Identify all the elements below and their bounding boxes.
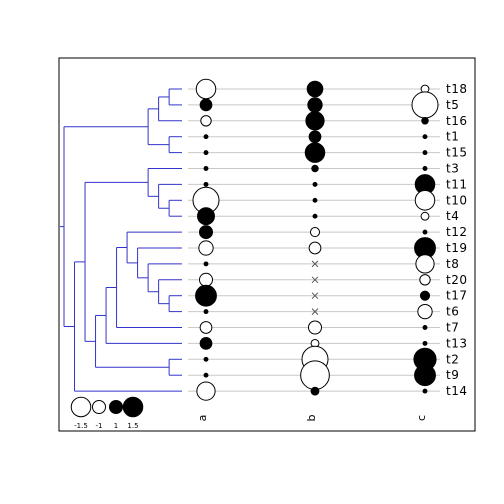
dot-c-t15 [422, 150, 428, 156]
legend-label-2: 1 [114, 422, 118, 430]
tip-label-t13: t13 [446, 336, 467, 350]
dot-c-t7 [422, 325, 428, 330]
dot-b-t18 [306, 80, 324, 98]
tip-label-t2: t2 [446, 352, 459, 366]
legend-dot-0 [70, 396, 92, 418]
dot-a-t3 [203, 166, 209, 171]
dot-c-t20 [419, 274, 431, 286]
dot-a-t6 [203, 309, 209, 315]
dot-a-t19 [198, 240, 214, 256]
phylogenetic-tree [60, 88, 182, 392]
dot-c-t9 [414, 364, 436, 387]
dot-a-t11 [203, 181, 209, 187]
trait-labels: a b c [196, 414, 428, 421]
dot-c-t3 [422, 166, 428, 171]
dot-b-t3 [311, 164, 319, 173]
tip-label-t15: t15 [446, 146, 467, 160]
dot-c-t6 [417, 303, 433, 320]
dot-b-t12 [309, 227, 321, 238]
tip-label-t14: t14 [446, 384, 467, 398]
legend-label-1: -1 [96, 422, 103, 430]
dot-b-t14 [310, 386, 320, 396]
tip-label-t16: t16 [446, 114, 467, 128]
dot-c-t8 [415, 254, 435, 274]
dot-a-t9 [203, 372, 209, 378]
dot-a-t20 [198, 272, 214, 287]
dot-b-t19 [308, 241, 322, 255]
dot-b-t6-missing [311, 308, 319, 315]
tip-label-t6: t6 [446, 305, 459, 319]
dot-a-t5 [199, 98, 213, 112]
tip-label-t5: t5 [446, 98, 459, 112]
trait-label-b: b [305, 414, 318, 421]
dot-a-t1 [203, 134, 209, 140]
dot-a-t14 [196, 381, 216, 401]
trait-label-c: c [415, 415, 428, 421]
dot-a-t7 [199, 321, 213, 334]
dot-c-t4 [420, 211, 430, 221]
dot-c-t13 [422, 340, 428, 346]
tip-label-t19: t19 [446, 241, 467, 255]
dot-c-t14 [422, 388, 428, 394]
dot-a-t13 [199, 337, 213, 350]
dot-b-t4 [312, 213, 318, 219]
legend-label-3: 1.5 [127, 422, 138, 430]
dot-b-t7 [307, 320, 323, 335]
dot-b-t6-x2 [311, 308, 319, 315]
dot-a-t4 [197, 207, 215, 226]
guide-lines [188, 88, 440, 392]
dot-b-t8-x2 [311, 260, 319, 268]
tip-label-t12: t12 [446, 225, 467, 239]
dot-b-t20-x2 [311, 276, 319, 284]
dot-a-t12 [198, 225, 214, 240]
dot-a-t17 [195, 284, 217, 307]
tip-label-t1: t1 [446, 130, 459, 144]
dot-c-t12 [422, 229, 428, 235]
legend-dot-2 [108, 399, 124, 415]
legend-dot-3 [122, 396, 144, 418]
dot-b-t17-x2 [311, 292, 319, 300]
dot-b-t10 [312, 197, 318, 203]
legend-dot-1 [91, 399, 107, 415]
tip-label-t8: t8 [446, 257, 459, 271]
tip-label-t17: t17 [446, 289, 467, 303]
dot-b-t20-missing [311, 276, 319, 284]
tip-label-t20: t20 [446, 273, 467, 287]
tip-label-t11: t11 [446, 177, 467, 191]
dot-c-t5 [411, 91, 439, 119]
dot-b-t17-missing [311, 292, 319, 300]
dot-a-t8 [203, 261, 209, 267]
dot-a-t18 [195, 78, 217, 100]
dot-c-t16 [421, 117, 429, 125]
dot-c-t10 [414, 190, 436, 211]
dot-a-t16 [200, 115, 212, 127]
dot-a-t15 [203, 150, 209, 156]
tip-label-t18: t18 [446, 82, 467, 96]
plot-frame [58, 57, 476, 432]
dot-a-t2 [203, 356, 209, 362]
dot-b-t16 [305, 111, 325, 131]
trait-label-a: a [196, 415, 209, 422]
dot-c-t17 [419, 290, 431, 301]
dot-c-t1 [422, 134, 428, 140]
dot-b-t9 [300, 360, 330, 391]
dot-b-t5 [307, 97, 323, 113]
dot-b-t11 [312, 181, 318, 187]
tip-label-t9: t9 [446, 368, 459, 382]
dot-b-t8-missing [311, 260, 319, 268]
dot-b-t1 [308, 130, 322, 144]
trait-dots [192, 78, 439, 401]
legend-label-0: -1.5 [74, 422, 88, 430]
tip-label-t7: t7 [446, 321, 459, 335]
tip-label-t10: t10 [446, 193, 467, 207]
dot-b-t15 [304, 142, 326, 163]
tip-label-t3: t3 [446, 162, 459, 176]
size-legend: -1.5 -1 1 1.5 [70, 396, 144, 430]
tip-label-t4: t4 [446, 209, 459, 223]
